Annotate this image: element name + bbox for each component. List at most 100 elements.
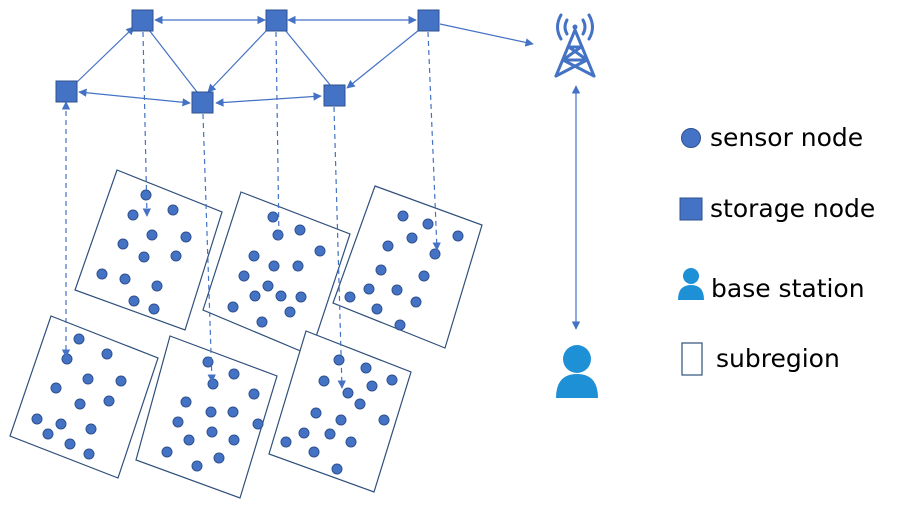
sensor-node bbox=[354, 398, 366, 410]
sensor-node bbox=[386, 374, 398, 386]
sensor-node bbox=[64, 438, 76, 450]
sensor-node bbox=[280, 436, 292, 448]
storage-links bbox=[75, 15, 534, 107]
sensor-node bbox=[96, 268, 108, 280]
sensor-node bbox=[205, 406, 217, 418]
storage-node bbox=[265, 9, 288, 32]
sensor-node bbox=[397, 210, 409, 222]
dash-s6-sub6 bbox=[333, 106, 346, 389]
sensor-node bbox=[335, 414, 347, 426]
sensor-node bbox=[344, 291, 356, 303]
legend-subregion-label: subregion bbox=[716, 344, 840, 373]
sensor-node bbox=[410, 296, 422, 308]
legend-subregion-marker bbox=[681, 342, 703, 376]
link-s2-s6 bbox=[284, 29, 332, 87]
sensor-node bbox=[207, 378, 219, 390]
sensor-node bbox=[429, 248, 441, 260]
sensor-node bbox=[128, 295, 140, 307]
sensor-node bbox=[267, 211, 279, 223]
link-s3-s6 bbox=[346, 29, 420, 89]
sensor-node bbox=[115, 375, 127, 387]
sensor-node bbox=[262, 280, 274, 292]
sensor-node bbox=[292, 260, 304, 272]
subregion-3 bbox=[332, 185, 483, 349]
sensor-node bbox=[284, 306, 296, 318]
sensor-node bbox=[73, 333, 85, 345]
storage-node bbox=[417, 9, 440, 32]
sensor-node bbox=[146, 229, 158, 241]
sensor-node bbox=[228, 434, 240, 446]
sensor-node bbox=[248, 388, 260, 400]
sensor-node bbox=[378, 414, 390, 426]
sensor-node bbox=[127, 209, 139, 221]
dash-s2-sub2 bbox=[274, 31, 284, 241]
sensor-node bbox=[391, 284, 403, 296]
sensor-node bbox=[360, 362, 372, 374]
sensor-node bbox=[227, 406, 239, 418]
sensor-node bbox=[366, 380, 378, 392]
user-icon bbox=[556, 345, 598, 398]
sensor-node bbox=[331, 463, 343, 475]
sensor-node bbox=[42, 428, 54, 440]
link-s1-s5 bbox=[148, 29, 198, 93]
sensor-node bbox=[55, 418, 67, 430]
sensor-node bbox=[310, 407, 322, 419]
subregion-6 bbox=[268, 330, 412, 493]
link-s4-s5 bbox=[78, 88, 191, 107]
sensor-node bbox=[74, 398, 86, 410]
sensor-node bbox=[294, 224, 306, 236]
sensor-node bbox=[101, 348, 113, 360]
sensor-node bbox=[252, 418, 264, 430]
legend-sensor-label: sensor node bbox=[710, 123, 863, 152]
legend-user-icon bbox=[678, 268, 704, 300]
sensor-node bbox=[249, 290, 261, 302]
legend-sensor-marker bbox=[681, 128, 701, 148]
sensor-node bbox=[138, 251, 150, 263]
sensor-node bbox=[382, 240, 394, 252]
sensor-node bbox=[308, 446, 320, 458]
sensor-node bbox=[31, 413, 43, 425]
dashed-links bbox=[61, 31, 441, 389]
legend: sensor node storage node base station su… bbox=[678, 123, 875, 376]
legend-storage-label: storage node bbox=[710, 194, 875, 223]
sensor-node bbox=[167, 204, 179, 216]
sensor-node bbox=[298, 427, 310, 439]
sensor-node bbox=[342, 387, 354, 399]
sensor-node bbox=[119, 273, 131, 285]
sensor-node bbox=[272, 229, 284, 241]
sensor-node bbox=[248, 250, 260, 262]
sensor-node bbox=[275, 290, 287, 302]
storage-nodes bbox=[55, 9, 440, 114]
sensor-node bbox=[228, 368, 240, 380]
sensor-node bbox=[406, 232, 418, 244]
cell-tower-icon bbox=[554, 13, 596, 78]
dash-s1-sub1 bbox=[142, 31, 152, 217]
link-s2-s5 bbox=[207, 29, 268, 93]
sensor-node bbox=[418, 270, 430, 282]
sensor-node bbox=[117, 238, 129, 250]
sensor-node bbox=[191, 460, 203, 472]
sensor-node bbox=[61, 353, 73, 365]
sensor-node bbox=[256, 316, 268, 328]
subregions bbox=[9, 169, 483, 499]
sensor-node bbox=[238, 270, 250, 282]
sensor-node bbox=[314, 245, 326, 257]
sensor-node bbox=[295, 291, 307, 303]
sensor-node bbox=[324, 428, 336, 440]
storage-node bbox=[191, 91, 214, 114]
link-s5-s6 bbox=[215, 92, 322, 107]
sensor-node bbox=[268, 260, 280, 272]
sensor-node bbox=[452, 230, 464, 242]
sensor-node bbox=[375, 264, 387, 276]
sensor-node bbox=[170, 250, 182, 262]
sensor-node bbox=[345, 436, 357, 448]
sensor-node bbox=[371, 303, 383, 315]
sensor-node bbox=[394, 319, 406, 331]
link-s3-tower bbox=[439, 23, 534, 47]
storage-node bbox=[131, 9, 154, 32]
storage-node bbox=[55, 80, 78, 103]
sensor-node bbox=[333, 354, 345, 366]
dash-s3-sub3 bbox=[427, 31, 441, 251]
sensor-node bbox=[422, 218, 434, 230]
sensor-node bbox=[318, 375, 330, 387]
